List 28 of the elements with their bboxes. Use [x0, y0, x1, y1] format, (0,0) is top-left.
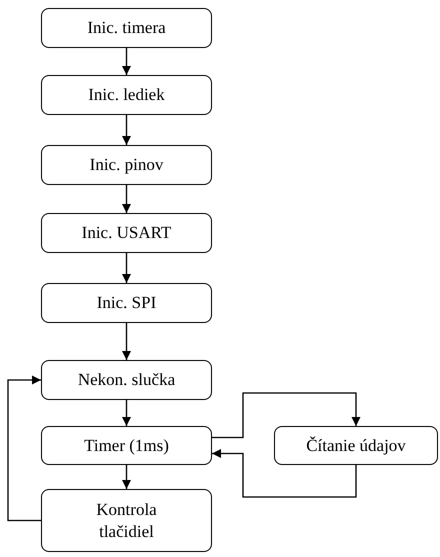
process-box	[41, 213, 212, 253]
arrow	[122, 185, 131, 213]
arrow	[7, 376, 41, 522]
arrow	[122, 48, 131, 75]
step-label: Inic. timera	[87, 17, 166, 39]
step-label: Kontrola tlačidiel	[95, 499, 158, 542]
arrow	[122, 465, 131, 489]
arrow	[122, 400, 131, 426]
process-box	[41, 145, 212, 185]
step-label: Inic. USART	[82, 222, 172, 244]
arrow	[122, 253, 131, 283]
process-box	[41, 360, 212, 400]
step-label: Timer (1ms)	[84, 434, 169, 456]
process-box	[274, 426, 438, 465]
arrow	[212, 392, 360, 438]
process-box	[41, 75, 212, 115]
arrow	[122, 115, 131, 145]
process-box	[41, 8, 212, 48]
process-box	[41, 426, 212, 465]
process-box	[41, 283, 212, 323]
arrow	[212, 449, 357, 498]
process-box	[41, 489, 212, 552]
step-label: Čítanie údajov	[306, 434, 406, 456]
step-label: Nekon. slučka	[78, 369, 176, 391]
arrow	[122, 323, 131, 360]
step-label: Inic. lediek	[88, 84, 165, 106]
step-label: Inic. SPI	[96, 292, 156, 314]
step-label: Inic. pinov	[90, 154, 164, 176]
